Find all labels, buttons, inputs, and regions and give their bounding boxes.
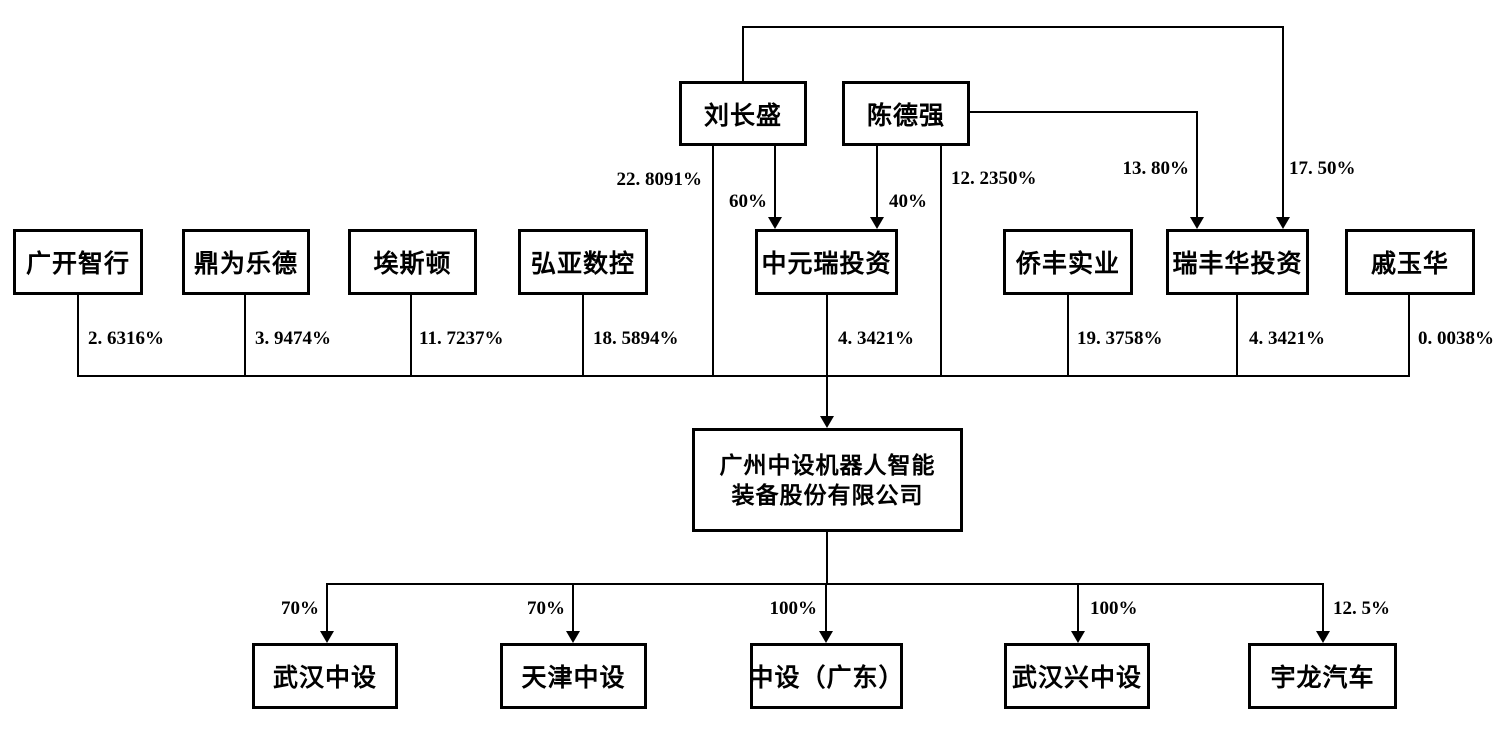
connector-chen-right-horizontal xyxy=(968,111,1198,113)
connector-zhongyuanrui-drop xyxy=(826,295,828,376)
label-percent-dingwei: 3. 9474% xyxy=(255,328,331,349)
node-company-label-line1: 广州中设机器人智能 xyxy=(719,452,936,478)
node-tianjin-zhongshe-label: 天津中设 xyxy=(521,664,626,692)
node-qiaofeng-industry: 侨丰实业 xyxy=(1003,229,1133,295)
node-zhongyuanrui-investment-label: 中元瑞投资 xyxy=(761,250,892,278)
label-percent-zhongshe-guangdong: 100% xyxy=(769,598,818,619)
label-percent-qiaofeng: 19. 3758% xyxy=(1077,328,1163,349)
node-tianjin-zhongshe: 天津中设 xyxy=(500,643,647,709)
node-qi-yuhua-label: 戚玉华 xyxy=(1370,250,1449,278)
connector-wuhan-xing-zhongshe-drop xyxy=(1077,583,1079,631)
node-wuhan-zhongshe: 武汉中设 xyxy=(252,643,398,709)
node-qiaofeng-industry-label: 侨丰实业 xyxy=(1015,250,1120,278)
node-guangkai-zhixing: 广开智行 xyxy=(13,229,143,295)
node-yulong-auto: 宇龙汽车 xyxy=(1248,643,1397,709)
arrowhead-liu-to-zhongyuanrui xyxy=(768,217,782,229)
connector-bus-to-company xyxy=(826,375,828,416)
connector-liu-direct-to-bus xyxy=(712,146,714,376)
connector-dingwei-drop xyxy=(244,295,246,376)
node-zhongyuanrui-investment: 中元瑞投资 xyxy=(755,229,898,295)
connector-yulong-auto-drop xyxy=(1322,583,1324,631)
node-liu-changsheng: 刘长盛 xyxy=(679,81,807,146)
node-dingwei-lede-label: 鼎为乐德 xyxy=(193,250,298,278)
arrowhead-into-company xyxy=(820,416,834,428)
label-percent-liu-to-company: 22. 8091% xyxy=(616,169,703,190)
node-qi-yuhua: 戚玉华 xyxy=(1345,229,1475,295)
connector-ruifenghua-drop xyxy=(1236,295,1238,376)
arrowhead-into-zhongshe-guangdong xyxy=(819,631,833,643)
node-liu-changsheng-label: 刘长盛 xyxy=(703,101,782,130)
label-percent-zhongyuanrui: 4. 3421% xyxy=(838,328,914,349)
connector-estun-drop xyxy=(410,295,412,376)
arrowhead-chen-to-ruifenghua xyxy=(1190,217,1204,229)
node-company: 广州中设机器人智能 装备股份有限公司 xyxy=(692,428,963,532)
label-percent-liu-to-ruifenghua: 17. 50% xyxy=(1289,158,1356,179)
label-percent-guangkai: 2. 6316% xyxy=(88,328,164,349)
node-chen-deqiang: 陈德强 xyxy=(842,81,970,146)
arrowhead-liu-to-ruifenghua xyxy=(1276,217,1290,229)
node-zhongshe-guangdong-label: 中设（广东） xyxy=(748,664,905,692)
label-percent-wuhan-xing-zhongshe: 100% xyxy=(1090,598,1138,619)
node-estun-label: 埃斯顿 xyxy=(373,250,452,278)
connector-guangkai-drop xyxy=(77,295,79,376)
node-wuhan-xing-zhongshe: 武汉兴中设 xyxy=(1004,643,1150,709)
node-ruifenghua-investment: 瑞丰华投资 xyxy=(1166,229,1309,295)
node-hongya-shukong-label: 弘亚数控 xyxy=(530,250,635,278)
node-ruifenghua-investment-label: 瑞丰华投资 xyxy=(1172,250,1303,278)
label-percent-tianjin-zhongshe: 70% xyxy=(527,598,565,619)
connector-liu-top-vertical xyxy=(742,26,744,82)
node-chen-deqiang-label: 陈德强 xyxy=(866,101,945,130)
node-dingwei-lede: 鼎为乐德 xyxy=(182,229,310,295)
label-percent-chen-to-zhongyuanrui: 40% xyxy=(889,191,927,212)
connector-top-rail xyxy=(742,26,1284,28)
connector-chen-to-ruifenghua-vertical xyxy=(1196,111,1198,217)
node-company-label: 广州中设机器人智能 装备股份有限公司 xyxy=(720,450,936,510)
arrowhead-chen-to-zhongyuanrui xyxy=(870,217,884,229)
label-percent-ruifenghua: 4. 3421% xyxy=(1249,328,1325,349)
label-percent-yulong-auto: 12. 5% xyxy=(1333,598,1390,619)
label-percent-hongya: 18. 5894% xyxy=(593,328,679,349)
connector-zhongshe-guangdong-drop xyxy=(825,583,827,631)
node-wuhan-xing-zhongshe-label: 武汉兴中设 xyxy=(1011,664,1142,692)
node-guangkai-zhixing-label: 广开智行 xyxy=(25,250,130,278)
connector-qiyuhua-drop xyxy=(1408,295,1410,376)
label-percent-wuhan-zhongshe: 70% xyxy=(281,598,319,619)
connector-hongya-drop xyxy=(582,295,584,376)
connector-wuhan-zhongshe-drop xyxy=(326,583,328,631)
node-wuhan-zhongshe-label: 武汉中设 xyxy=(272,664,377,692)
label-percent-estun: 11. 7237% xyxy=(419,328,504,349)
node-zhongshe-guangdong: 中设（广东） xyxy=(748,643,905,709)
label-percent-qiyuhua: 0. 0038% xyxy=(1418,328,1494,349)
node-estun: 埃斯顿 xyxy=(348,229,477,295)
arrowhead-into-tianjin-zhongshe xyxy=(566,631,580,643)
label-percent-liu-to-zhongyuanrui: 60% xyxy=(729,191,767,212)
arrowhead-into-yulong-auto xyxy=(1316,631,1330,643)
connector-shareholder-bus xyxy=(77,375,1410,377)
arrowhead-into-wuhan-xing-zhongshe xyxy=(1071,631,1085,643)
label-percent-chen-to-ruifenghua: 13. 80% xyxy=(1122,158,1190,179)
connector-tianjin-zhongshe-drop xyxy=(572,583,574,631)
node-yulong-auto-label: 宇龙汽车 xyxy=(1270,664,1375,692)
arrowhead-into-wuhan-zhongshe xyxy=(320,631,334,643)
connector-chen-direct-to-bus xyxy=(940,146,942,376)
connector-liu-to-ruifenghua-vertical xyxy=(1282,26,1284,217)
connector-company-drop xyxy=(826,532,828,584)
connector-liu-to-zhongyuanrui xyxy=(774,146,776,217)
node-hongya-shukong: 弘亚数控 xyxy=(518,229,648,295)
connector-qiaofeng-drop xyxy=(1067,295,1069,376)
node-company-label-line2: 装备股份有限公司 xyxy=(731,482,924,508)
label-percent-chen-to-company: 12. 2350% xyxy=(951,168,1037,189)
connector-chen-to-zhongyuanrui xyxy=(876,146,878,217)
